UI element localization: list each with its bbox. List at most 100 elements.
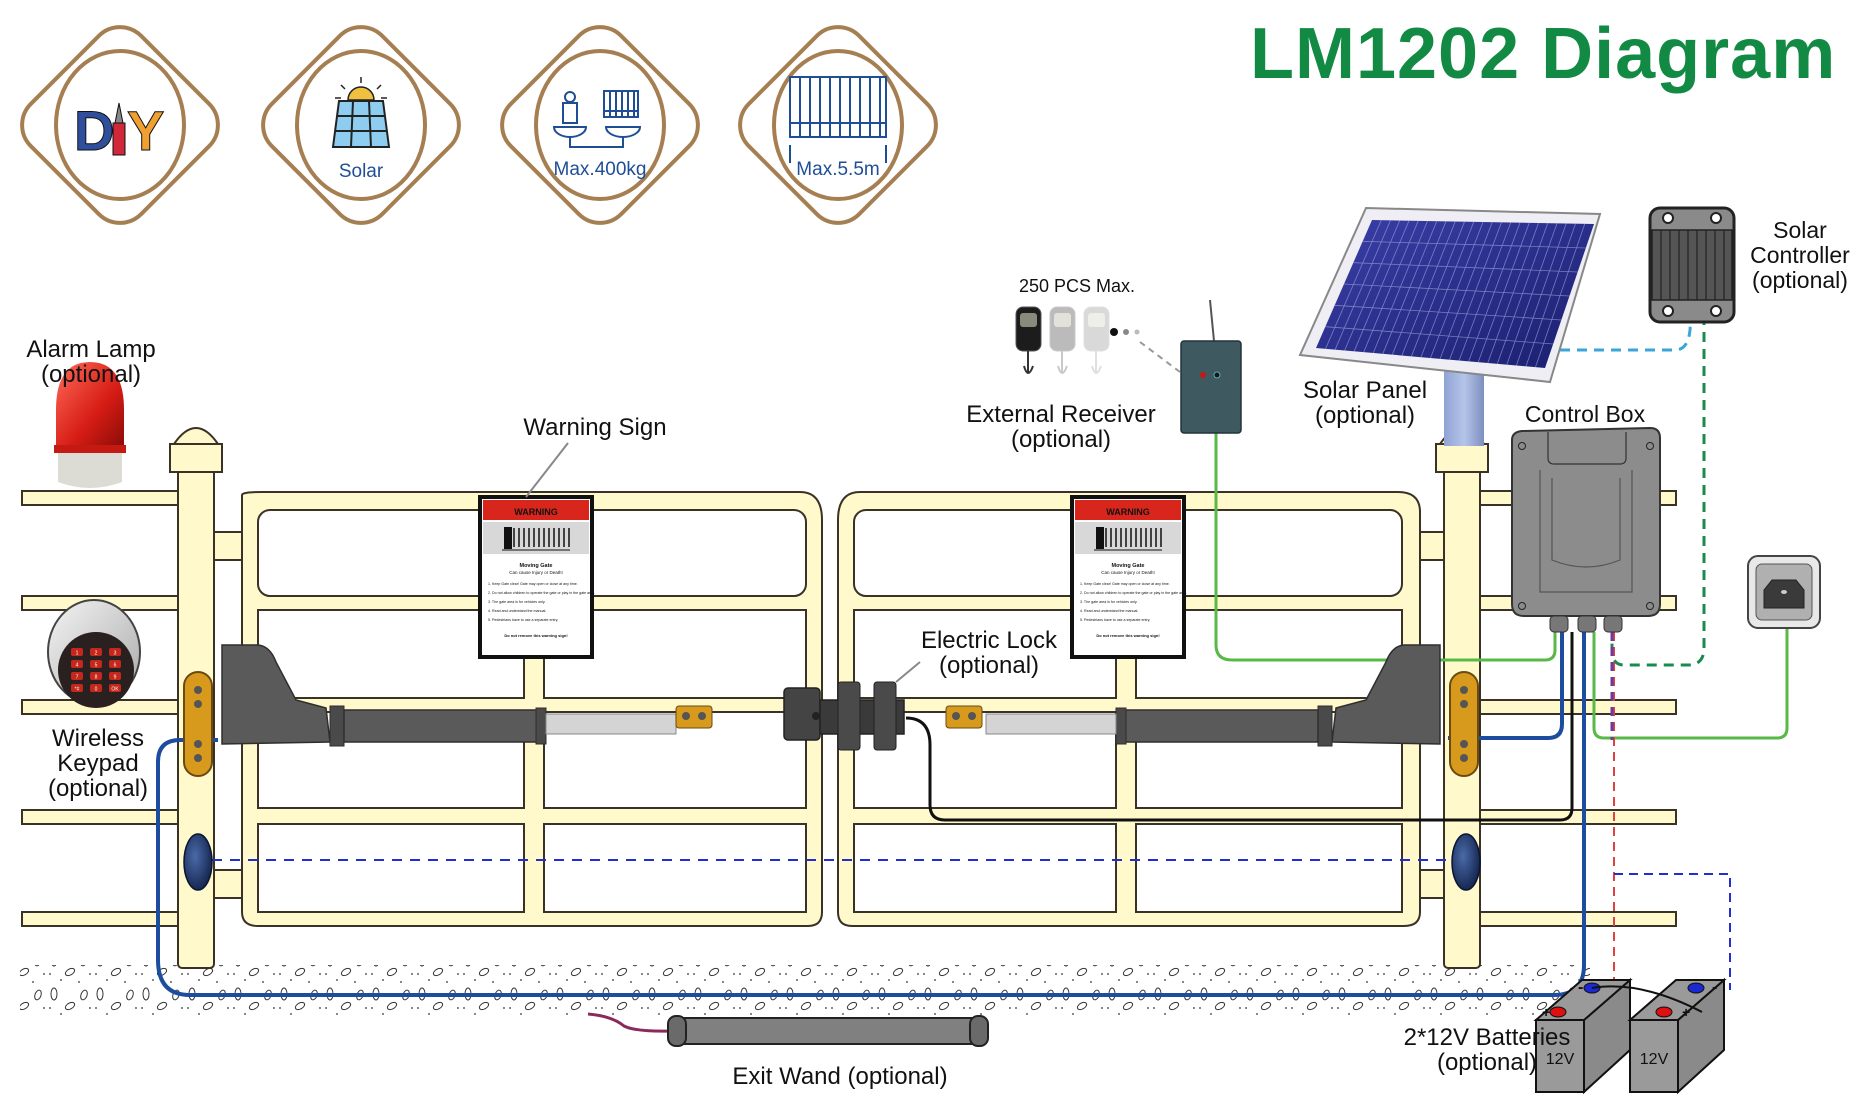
label-solar-controller: Solar Controller (optional) (1744, 218, 1856, 293)
label-solar-panel: Solar Panel (optional) (1290, 378, 1440, 428)
sign-rule: 1. Keep Gate clear! Gate may open or clo… (1080, 582, 1170, 586)
keypad-key-label: 3 (114, 651, 117, 657)
sign-rule: 5. Pedestrians have to use a separate en… (488, 618, 558, 622)
keypad-key (71, 672, 83, 680)
label-remotes: 250 PCS Max. (1004, 276, 1150, 296)
keypad-key-label: *# (75, 687, 80, 693)
solar-cell-col-line (1363, 220, 1419, 353)
solar-panel-icon (331, 77, 391, 148)
wire-solar-panel-dashed (1560, 297, 1694, 352)
solar-cell-col-line (1430, 221, 1484, 359)
diagram-title: LM1202 Diagram (1250, 14, 1837, 94)
sign-heading: Moving Gate (1111, 563, 1144, 569)
solar-cell-col-line (1372, 220, 1428, 354)
keypad-key (109, 648, 121, 656)
badge-label: Max.5.5m (796, 159, 879, 180)
alarm-lamp (54, 362, 126, 488)
wire-electric-lock (905, 632, 1574, 822)
diy-icon: D Y (74, 99, 165, 163)
motor-bracket (1449, 671, 1479, 777)
label-alarm-lamp: Alarm Lamp (optional) (20, 337, 162, 387)
sign-subheading: Can cause Injury or Death! (1101, 570, 1155, 575)
ground-gravel (20, 965, 1590, 1015)
solar-controller (1648, 206, 1736, 324)
label-line: 2*12V Batteries (1403, 1024, 1571, 1051)
motor-bracket (183, 671, 213, 777)
badge-frame (500, 25, 700, 225)
keypad-key (90, 648, 102, 656)
solar-cell-col-line (1391, 221, 1447, 355)
sign-header: WARNING (514, 507, 558, 517)
keypad-key (109, 660, 121, 668)
label-line: (optional) (938, 652, 1040, 679)
label-warning-sign: Warning Sign (510, 415, 680, 440)
badge-label: Solar (339, 161, 384, 182)
label-line: Alarm Lamp (26, 336, 156, 363)
solar-cell-col-line (1458, 222, 1512, 361)
keypad-key-label: 7 (76, 675, 79, 681)
sign-rule: 2. Do not allow children to operate the … (488, 591, 595, 595)
remote-control (1083, 306, 1110, 374)
label-line: Warning Sign (523, 414, 667, 441)
label-line: Solar Panel (1302, 377, 1428, 404)
keypad-key (109, 672, 121, 680)
power-outlet (1747, 555, 1821, 629)
sign-rule: 3. The gate area is for vehicles only. (1080, 600, 1137, 604)
pictogram-person (1096, 527, 1104, 549)
label-line: 250 PCS Max. (1018, 276, 1136, 296)
photocell-left (183, 833, 213, 891)
keypad-key-label: 5 (95, 663, 98, 669)
batteries: 12V+-12V+- (1533, 977, 1727, 1095)
keypad-key (90, 672, 102, 680)
svg-text:Y: Y (127, 99, 164, 162)
battery-positive-terminal (1655, 1006, 1673, 1018)
keypad-key (71, 648, 83, 656)
battery-label: 12V (1546, 1051, 1575, 1068)
battery-negative-terminal (1687, 982, 1705, 994)
label-electric-lock: Electric Lock (optional) (908, 628, 1070, 678)
solar-cell-col-line (1468, 222, 1521, 362)
sign-pictogram-bg (483, 522, 589, 554)
wire-battery-negative-dashed (1614, 873, 1731, 990)
keypad-key-label: 4 (76, 663, 79, 669)
solar-cell-col-line (1487, 222, 1539, 364)
solar-cell-col-line (1477, 222, 1530, 363)
label-line: Controller (1750, 242, 1850, 268)
label-line: Keypad (57, 750, 139, 777)
battery-front (1629, 1019, 1679, 1093)
remote-control (1015, 306, 1042, 374)
solar-cell-col-line (1439, 222, 1493, 359)
solar-panel (1298, 206, 1602, 446)
solar-cell-col-line (1535, 223, 1586, 368)
solar-cell-col-line (1496, 223, 1549, 364)
keypad-key (71, 684, 83, 692)
gate-length-icon (789, 76, 887, 163)
remote-controls (1015, 306, 1181, 374)
sign-footer: Do not remove this warning sign! (1096, 633, 1159, 638)
solar-cell-col-line (1325, 220, 1382, 349)
sign-rule: 2. Do not allow children to operate the … (1080, 591, 1187, 595)
label-line: (optional) (1436, 1049, 1538, 1076)
badge-frame (261, 25, 461, 225)
keypad-key-label: 2 (95, 651, 98, 657)
moving-gate-pictogram-icon (1094, 527, 1162, 551)
gate-leaf-left (241, 491, 823, 927)
electric-lock (783, 661, 921, 751)
motor-left (183, 644, 713, 777)
wire-right-motor (1448, 632, 1564, 740)
keypad-key-label: 8 (95, 675, 98, 681)
badge-solar: Solar (261, 25, 461, 225)
label-line: (optional) (1010, 426, 1112, 453)
solar-cell-col-line (1353, 220, 1410, 352)
solar-cell-col-line (1334, 220, 1391, 350)
solar-cell-col-line (1449, 222, 1502, 360)
badge-diy: D Y (20, 25, 220, 225)
sign-rule: 5. Pedestrians have to use a separate en… (1080, 618, 1150, 622)
battery-front (1535, 1019, 1585, 1093)
motor-right (945, 644, 1479, 777)
photocell-right (1451, 833, 1481, 891)
sign-heading: Moving Gate (519, 563, 552, 569)
battery-label: 12V (1640, 1051, 1669, 1068)
